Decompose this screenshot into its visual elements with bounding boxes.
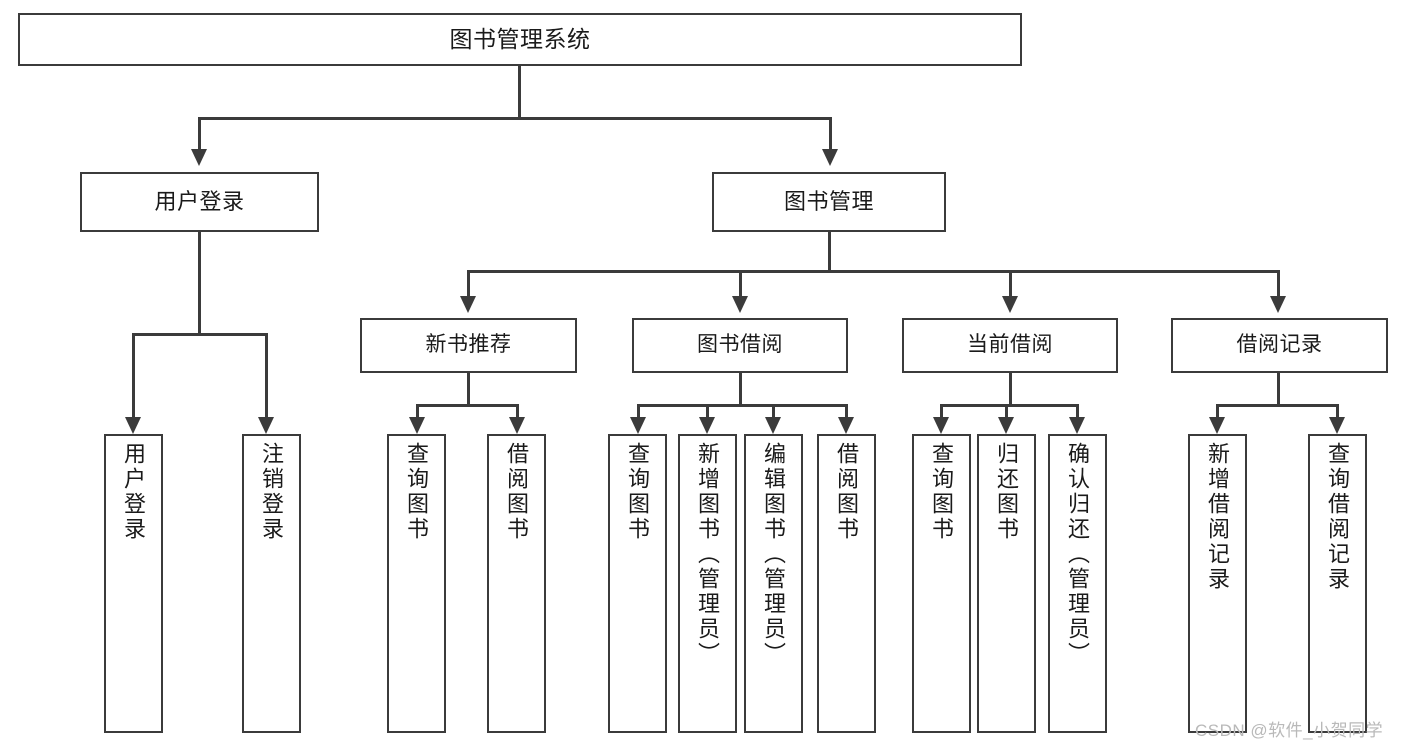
- connector-login-to-leaf2: [265, 333, 268, 418]
- leaf-borrow-book[interactable]: 借阅图书: [817, 434, 876, 733]
- connector-login-stem: [198, 232, 201, 334]
- connector-current-bus: [940, 404, 1079, 407]
- connector-newbook-bus: [416, 404, 519, 407]
- node-label: 查询图书: [929, 442, 955, 542]
- connector-borrow-stem: [739, 373, 742, 405]
- leaf-query-borrow-record[interactable]: 查询借阅记录: [1308, 434, 1367, 733]
- arrow-current-to-leaf2: [998, 417, 1014, 434]
- leaf-query-book-borrow[interactable]: 查询图书: [608, 434, 667, 733]
- node-user-login[interactable]: 用户登录: [80, 172, 319, 232]
- arrow-newbook-to-leaf1: [409, 417, 425, 434]
- connector-bookmgmt-to-borrow: [739, 270, 742, 297]
- node-book-management[interactable]: 图书管理: [712, 172, 946, 232]
- arrow-bookmgmt-to-record: [1270, 296, 1286, 313]
- node-book-borrow[interactable]: 图书借阅: [632, 318, 848, 373]
- connector-root-stem: [518, 66, 521, 118]
- arrow-bookmgmt-to-newbook: [460, 296, 476, 313]
- connector-record-bus: [1216, 404, 1339, 407]
- node-label: 借阅记录: [1236, 333, 1323, 357]
- node-current-borrow[interactable]: 当前借阅: [902, 318, 1118, 373]
- connector-borrow-to-leaf1: [637, 404, 640, 418]
- connector-current-stem: [1009, 373, 1012, 405]
- node-label: 图书管理系统: [449, 26, 591, 53]
- leaf-user-login[interactable]: 用户登录: [104, 434, 163, 733]
- node-label: 用户登录: [154, 189, 245, 215]
- leaf-query-book-recommend[interactable]: 查询图书: [387, 434, 446, 733]
- leaf-confirm-return-admin[interactable]: 确认归还（管理员）: [1048, 434, 1107, 733]
- node-label: 查询图书: [404, 442, 430, 542]
- connector-record-to-leaf2: [1336, 404, 1339, 418]
- connector-borrow-bus: [637, 404, 847, 407]
- connector-root-to-bookmgmt: [829, 117, 832, 150]
- connector-borrow-to-leaf4: [845, 404, 848, 418]
- leaf-logout[interactable]: 注销登录: [242, 434, 301, 733]
- arrow-login-to-leaf2: [258, 417, 274, 434]
- node-label: 查询借阅记录: [1325, 442, 1351, 592]
- arrow-borrow-to-leaf2: [699, 417, 715, 434]
- connector-root-to-login: [198, 117, 201, 150]
- connector-current-to-leaf3: [1076, 404, 1079, 418]
- connector-bookmgmt-bus: [467, 270, 1280, 273]
- arrow-root-to-bookmgmt: [822, 149, 838, 166]
- node-label: 借阅图书: [504, 442, 530, 542]
- node-label: 注销登录: [259, 442, 285, 542]
- node-label: 归还图书: [994, 442, 1020, 542]
- node-label: 当前借阅: [967, 333, 1053, 357]
- node-new-book-recommend[interactable]: 新书推荐: [360, 318, 577, 373]
- arrow-current-to-leaf1: [933, 417, 949, 434]
- connector-newbook-to-leaf2: [516, 404, 519, 418]
- connector-bookmgmt-stem: [828, 232, 831, 271]
- connector-bookmgmt-to-record: [1277, 270, 1280, 297]
- node-label: 图书管理: [783, 189, 874, 215]
- connector-current-to-leaf2: [1005, 404, 1008, 418]
- arrow-login-to-leaf1: [125, 417, 141, 434]
- connector-newbook-to-leaf1: [416, 404, 419, 418]
- arrow-bookmgmt-to-current: [1002, 296, 1018, 313]
- connector-root-bus: [198, 117, 832, 120]
- node-label: 确认归还（管理员）: [1065, 442, 1091, 667]
- connector-login-bus: [132, 333, 268, 336]
- connector-record-to-leaf1: [1216, 404, 1219, 418]
- leaf-add-book-admin[interactable]: 新增图书（管理员）: [678, 434, 737, 733]
- leaf-borrow-book-recommend[interactable]: 借阅图书: [487, 434, 546, 733]
- leaf-query-book-current[interactable]: 查询图书: [912, 434, 971, 733]
- connector-login-to-leaf1: [132, 333, 135, 418]
- connector-borrow-to-leaf3: [772, 404, 775, 418]
- arrow-record-to-leaf2: [1329, 417, 1345, 434]
- node-label: 图书借阅: [697, 333, 783, 357]
- arrow-bookmgmt-to-borrow: [732, 296, 748, 313]
- arrow-record-to-leaf1: [1209, 417, 1225, 434]
- node-root-system[interactable]: 图书管理系统: [18, 13, 1022, 66]
- leaf-add-borrow-record[interactable]: 新增借阅记录: [1188, 434, 1247, 733]
- node-label: 新增图书（管理员）: [695, 442, 721, 667]
- arrow-root-to-login: [191, 149, 207, 166]
- arrow-borrow-to-leaf1: [630, 417, 646, 434]
- arrow-borrow-to-leaf3: [765, 417, 781, 434]
- leaf-return-book[interactable]: 归还图书: [977, 434, 1036, 733]
- node-label: 新增借阅记录: [1205, 442, 1231, 592]
- leaf-edit-book-admin[interactable]: 编辑图书（管理员）: [744, 434, 803, 733]
- node-label: 借阅图书: [834, 442, 860, 542]
- node-label: 用户登录: [121, 442, 147, 542]
- csdn-watermark: CSDN @软件_小贺同学: [1195, 721, 1384, 740]
- connector-bookmgmt-to-newbook: [467, 270, 470, 297]
- connector-record-stem: [1277, 373, 1280, 405]
- node-label: 新书推荐: [425, 333, 512, 357]
- node-label: 编辑图书（管理员）: [761, 442, 787, 667]
- connector-current-to-leaf1: [940, 404, 943, 418]
- connector-newbook-stem: [467, 373, 470, 405]
- connector-bookmgmt-to-current: [1009, 270, 1012, 297]
- arrow-newbook-to-leaf2: [509, 417, 525, 434]
- arrow-current-to-leaf3: [1069, 417, 1085, 434]
- connector-borrow-to-leaf2: [706, 404, 709, 418]
- node-borrow-record[interactable]: 借阅记录: [1171, 318, 1388, 373]
- node-label: 查询图书: [625, 442, 651, 542]
- arrow-borrow-to-leaf4: [838, 417, 854, 434]
